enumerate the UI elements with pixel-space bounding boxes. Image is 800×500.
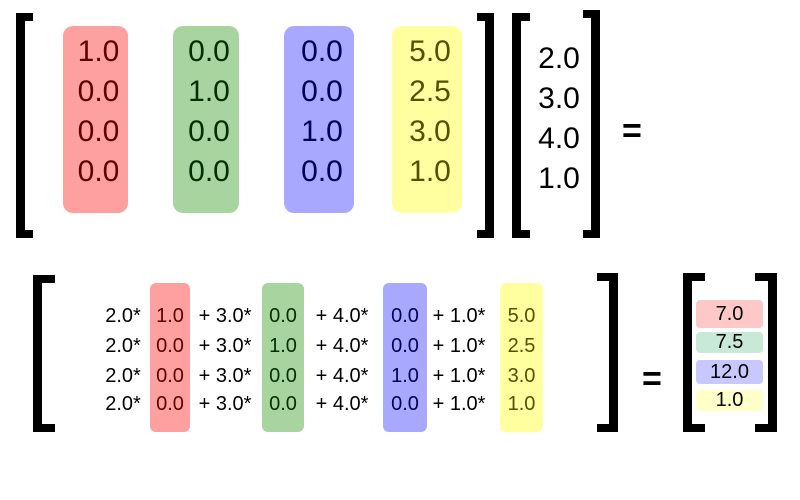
matrix-column-box — [284, 26, 354, 213]
matrix-cell: 1.0 — [301, 115, 343, 148]
matrix-cell: 0.0 — [77, 155, 120, 188]
result-cell: 12.0 — [696, 360, 763, 384]
multiplier-term: 2.0* — [105, 365, 141, 387]
matrix-column-box — [173, 26, 239, 213]
result-cell: 7.0 — [696, 300, 763, 328]
multiplier-term: + 4.0* — [315, 305, 369, 327]
matrix-column-box — [63, 26, 128, 213]
vector-left-bracket — [512, 13, 530, 238]
multiplier-term: + 4.0* — [315, 335, 369, 357]
multiplier-term: + 1.0* — [432, 365, 486, 387]
multiplier-term: 2.0* — [105, 335, 141, 357]
matrix-cell: 2.5 — [409, 75, 451, 108]
expansion-matrix-cell: 0.0 — [156, 365, 184, 387]
vector-cell: 4.0 — [538, 122, 580, 155]
matrix-cell: 1.0 — [188, 75, 230, 108]
matrix-cell: 0.0 — [77, 115, 120, 148]
matrix-cell: 0.0 — [77, 75, 120, 108]
matrix-cell: 0.0 — [301, 35, 343, 68]
expansion-matrix-cell: 0.0 — [391, 305, 419, 327]
equals-sign-bottom: = — [642, 360, 662, 398]
expansion-matrix-cell: 2.5 — [507, 335, 536, 357]
multiplier-term: 2.0* — [105, 305, 141, 327]
equals-sign: = — [622, 112, 642, 150]
expansion-matrix-cell: 0.0 — [269, 365, 297, 387]
result-right-bracket — [755, 273, 777, 432]
multiplier-term: + 3.0* — [198, 305, 252, 327]
matrix-right-bracket — [477, 13, 494, 238]
result-cell: 7.5 — [696, 332, 763, 353]
expansion-matrix-cell: 1.0 — [269, 335, 297, 357]
vector-cell: 1.0 — [538, 162, 580, 195]
matrix-cell: 5.0 — [409, 35, 451, 68]
matrix-cell: 0.0 — [301, 75, 343, 108]
expansion-matrix-cell: 3.0 — [507, 365, 536, 387]
multiplier-term: + 3.0* — [198, 365, 252, 387]
matrix-cell: 0.0 — [301, 155, 343, 188]
result-left-bracket — [683, 273, 705, 432]
matrix-cell: 1.0 — [409, 155, 451, 188]
multiplier-term: + 1.0* — [432, 393, 486, 415]
expansion-matrix-cell: 0.0 — [156, 393, 184, 415]
matrix-cell: 0.0 — [188, 35, 230, 68]
multiplier-term: + 3.0* — [198, 393, 252, 415]
vector-cell: 3.0 — [538, 82, 580, 115]
expansion-matrix-cell: 0.0 — [391, 393, 419, 415]
expansion-column-box — [150, 283, 190, 432]
result-cell: 1.0 — [696, 390, 763, 411]
matrix-cell: 1.0 — [77, 35, 120, 68]
multiplier-term: + 4.0* — [315, 365, 369, 387]
expansion-column-box — [383, 283, 427, 432]
expansion-matrix-cell: 0.0 — [269, 393, 297, 415]
expansion-right-bracket — [597, 273, 618, 432]
expansion-matrix-cell: 0.0 — [269, 305, 297, 327]
expansion-column-box — [262, 283, 304, 432]
vector-cell: 2.0 — [538, 42, 580, 75]
multiplier-term: + 1.0* — [432, 335, 486, 357]
multiplier-term: + 3.0* — [198, 335, 252, 357]
expansion-matrix-cell: 5.0 — [507, 305, 536, 327]
expansion-matrix-cell: 1.0 — [391, 365, 419, 387]
expansion-matrix-cell: 0.0 — [156, 335, 184, 357]
multiplier-term: 2.0* — [105, 393, 141, 415]
multiplier-term: + 1.0* — [432, 305, 486, 327]
vector-right-bracket — [583, 10, 600, 238]
matrix-cell: 3.0 — [409, 115, 451, 148]
matrix-cell: 0.0 — [188, 155, 230, 188]
matrix-cell: 0.0 — [188, 115, 230, 148]
multiplier-term: + 4.0* — [315, 393, 369, 415]
matrix-column-box — [392, 26, 462, 213]
expansion-column-box — [500, 283, 543, 432]
expansion-matrix-cell: 1.0 — [507, 393, 536, 415]
expansion-matrix-cell: 0.0 — [391, 335, 419, 357]
expansion-left-bracket — [33, 275, 55, 432]
matrix-left-bracket — [16, 13, 33, 238]
expansion-matrix-cell: 1.0 — [156, 305, 184, 327]
